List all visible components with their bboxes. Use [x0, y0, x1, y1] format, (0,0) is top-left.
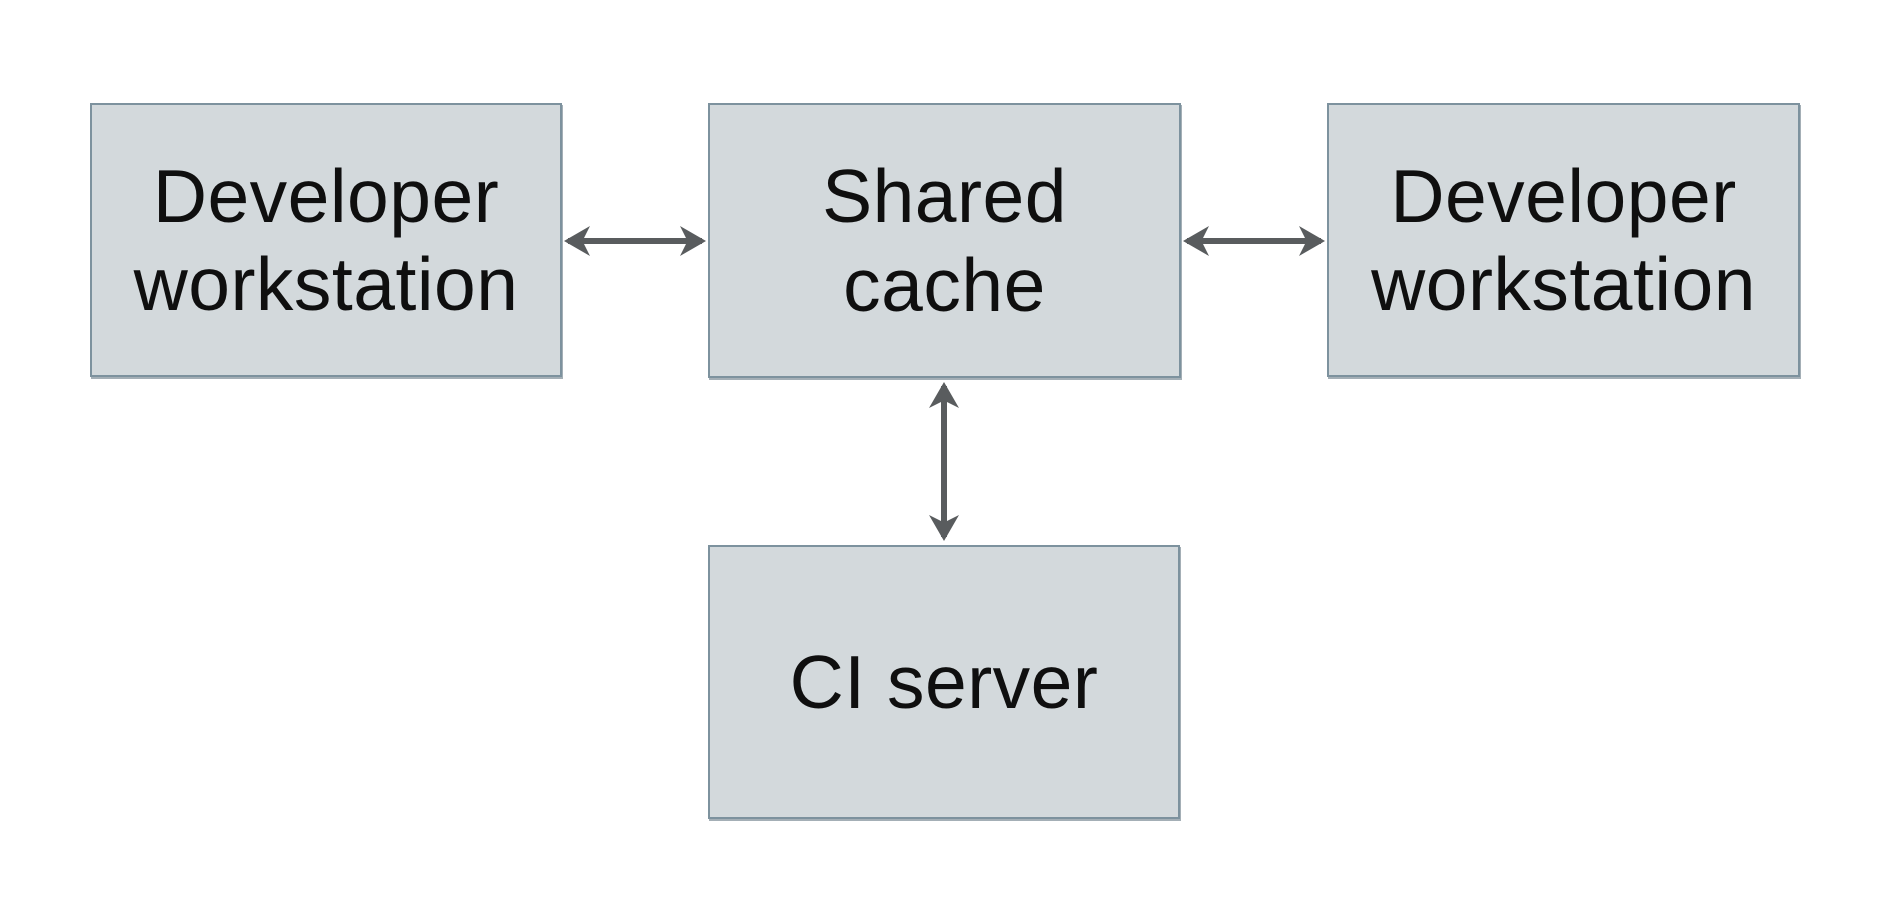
node-shared-cache: Shared cache [708, 103, 1181, 378]
node-label-developer-workstation-right: Developer workstation [1371, 153, 1756, 327]
node-developer-workstation-left: Developer workstation [90, 103, 562, 377]
node-label-ci-server: CI server [789, 639, 1099, 724]
node-ci-server: CI server [708, 545, 1180, 819]
node-label-shared-cache: Shared cache [822, 154, 1067, 327]
node-label-developer-workstation-left: Developer workstation [133, 153, 519, 327]
node-developer-workstation-right: Developer workstation [1327, 103, 1800, 377]
